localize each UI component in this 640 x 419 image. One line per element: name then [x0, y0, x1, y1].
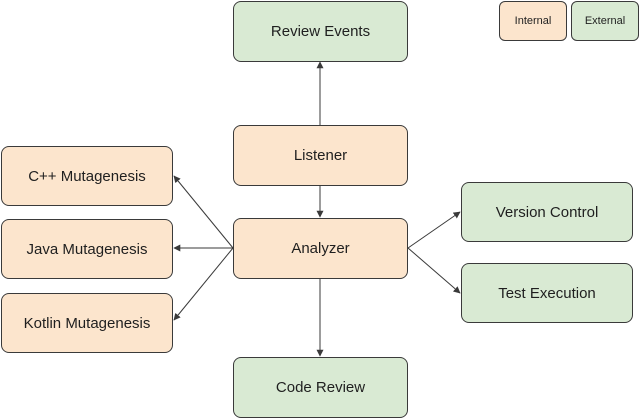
node-java-mutagenesis-label: Java Mutagenesis [26, 240, 148, 258]
legend-external-label: External [584, 15, 626, 27]
node-cpp-mutagenesis-label: C++ Mutagenesis [28, 167, 146, 185]
node-analyzer: Analyzer [233, 218, 408, 279]
node-test-execution: Test Execution [461, 263, 633, 323]
edge-analyzer-to-kotlin-mutagenesis [173, 247, 234, 321]
node-version-control-label: Version Control [495, 203, 599, 221]
node-version-control: Version Control [461, 182, 633, 242]
node-java-mutagenesis: Java Mutagenesis [1, 219, 173, 279]
node-review-events: Review Events [233, 1, 408, 62]
legend-internal-label: Internal [514, 15, 552, 27]
legend-external: External [571, 1, 639, 41]
edge-analyzer-to-version-control [407, 211, 461, 249]
node-analyzer-label: Analyzer [291, 240, 350, 257]
node-review-events-label: Review Events [270, 23, 371, 40]
node-kotlin-mutagenesis: Kotlin Mutagenesis [1, 293, 173, 353]
node-listener: Listener [233, 125, 408, 186]
edge-analyzer-to-cpp-mutagenesis [173, 175, 234, 249]
node-test-execution-label: Test Execution [498, 284, 596, 302]
node-code-review: Code Review [233, 357, 408, 418]
node-kotlin-mutagenesis-label: Kotlin Mutagenesis [23, 314, 151, 332]
edge-analyzer-to-test-execution [407, 247, 461, 294]
node-cpp-mutagenesis: C++ Mutagenesis [1, 146, 173, 206]
node-code-review-label: Code Review [275, 379, 366, 396]
legend-internal: Internal [499, 1, 567, 41]
node-listener-label: Listener [293, 147, 348, 164]
